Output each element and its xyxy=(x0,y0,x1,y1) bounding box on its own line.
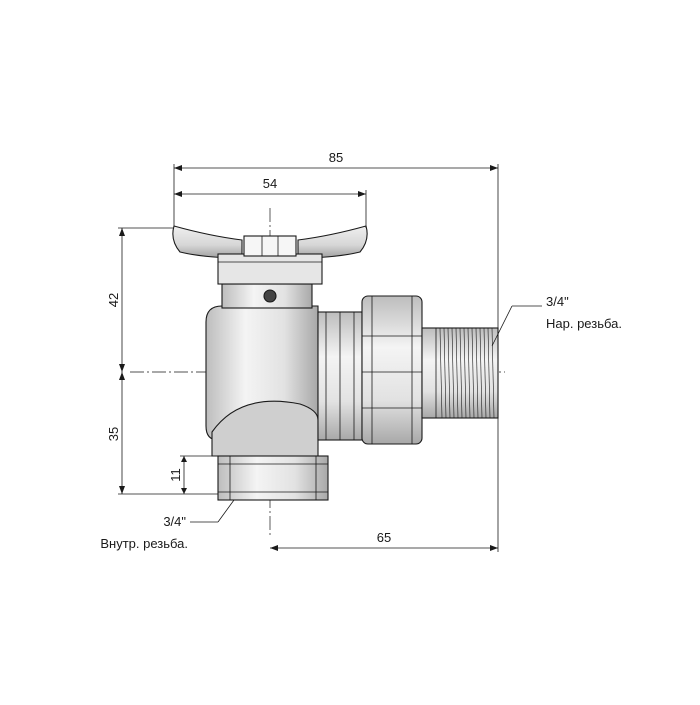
female-thread-leader xyxy=(217,499,235,523)
thread-ridge xyxy=(443,327,447,419)
thread-ridge xyxy=(487,327,491,419)
thread-ridge xyxy=(479,327,483,419)
butterfly-handle xyxy=(172,225,368,285)
handle-right-wing xyxy=(297,225,368,259)
thread-ridge xyxy=(471,327,475,419)
male-thread-type: Нар. резьба. xyxy=(546,316,622,331)
dimension-lines: 85 54 42 35 11 65 xyxy=(106,150,499,552)
female-thread-size: 3/4" xyxy=(163,514,186,529)
handle-nut xyxy=(243,235,297,257)
handle-left-wing xyxy=(172,225,243,259)
thread-ridge xyxy=(467,327,471,419)
dim-label-outlet-length: 65 xyxy=(377,530,391,545)
dim-label-overall-width: 85 xyxy=(329,150,343,165)
dim-label-height-top: 42 xyxy=(106,293,121,307)
thread-ridge xyxy=(447,327,451,419)
female-thread-collar xyxy=(217,455,329,501)
thread-ridge xyxy=(439,327,443,419)
handle-hub xyxy=(217,253,323,285)
dim-label-handle-width: 54 xyxy=(263,176,277,191)
thread-notes: 3/4" Нар. резьба. 3/4" Внутр. резьба. xyxy=(100,294,622,551)
stem-hole xyxy=(263,289,277,303)
thread-ridge xyxy=(463,327,467,419)
thread-ridge xyxy=(459,327,463,419)
female-thread-type: Внутр. резьба. xyxy=(100,536,188,551)
male-thread-leader xyxy=(491,305,513,347)
valve-body xyxy=(205,283,329,501)
thread-lines xyxy=(439,327,495,419)
thread-ridge xyxy=(455,327,459,419)
thread-ridge xyxy=(451,327,455,419)
thread-ridge xyxy=(491,327,495,419)
male-thread-size: 3/4" xyxy=(546,294,569,309)
thread-ridge xyxy=(483,327,487,419)
thread-ridge xyxy=(475,327,479,419)
dim-label-height-bottom: 35 xyxy=(106,427,121,441)
union-assembly xyxy=(317,295,499,445)
union-nut xyxy=(361,295,423,445)
dim-label-bottom-thread: 11 xyxy=(168,468,183,482)
